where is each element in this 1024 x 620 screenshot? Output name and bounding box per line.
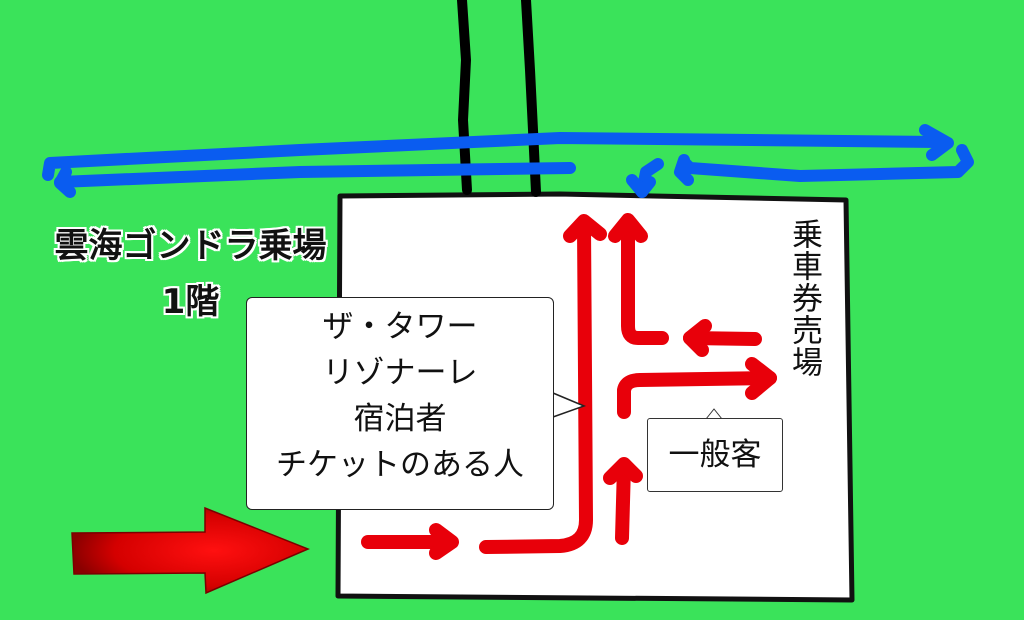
- gondola-cable-lines: [457, 0, 541, 197]
- callout-line: リゾナーレ: [322, 355, 478, 391]
- title-floor: 1階: [161, 282, 220, 322]
- entrance-arrow-icon: [71, 506, 310, 595]
- general-guest-callout: 一般客: [647, 418, 783, 492]
- callout-line: 宿泊者: [353, 401, 447, 437]
- resort-guest-route: [361, 214, 607, 560]
- callout-line: チケットのある人: [276, 447, 524, 483]
- resort-guest-callout: ザ・タワー リゾナーレ 宿泊者 チケットのある人: [246, 297, 554, 510]
- general-guest-label: 一般客: [668, 437, 762, 473]
- general-guest-route: [603, 213, 777, 545]
- callout-pointer: [552, 392, 587, 418]
- callout-line: ザ・タワー: [322, 309, 478, 345]
- page-title: 雲海ゴンドラ乗場 1階: [18, 218, 363, 330]
- ticket-office-label: 乗車券売場: [786, 218, 822, 378]
- title-station-name: 雲海ゴンドラ乗場: [54, 226, 327, 266]
- callout-pointer-general: [705, 408, 723, 420]
- gondola-route-loop: [42, 124, 974, 198]
